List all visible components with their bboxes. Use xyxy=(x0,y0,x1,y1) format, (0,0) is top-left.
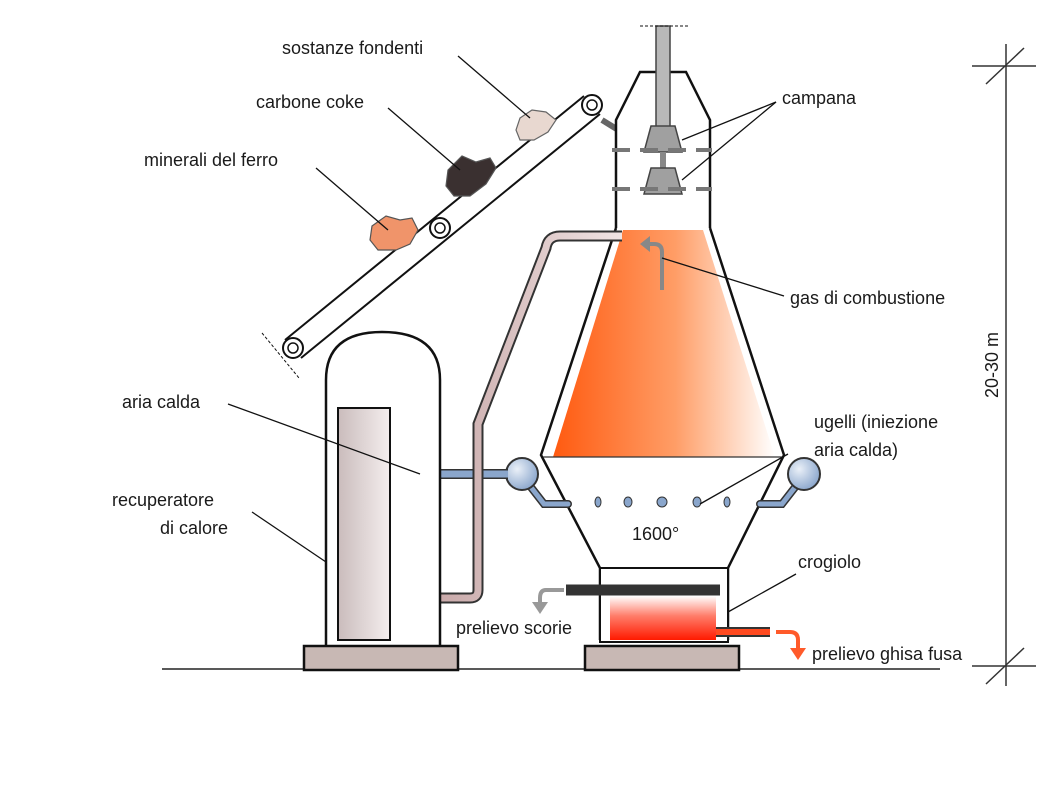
recuperator-base xyxy=(302,644,460,672)
slag-arrow xyxy=(538,588,564,604)
conveyor-belt xyxy=(261,94,603,379)
hot-air-ring-left xyxy=(505,457,572,508)
height-dimension xyxy=(972,44,1036,686)
hot-air-ring-right xyxy=(756,457,821,508)
label-carbone-coke: carbone coke xyxy=(256,92,364,112)
molten-iron xyxy=(610,596,716,640)
gas-flow-arrow xyxy=(648,242,664,290)
label-recuperatore-line1: recuperatore xyxy=(112,490,214,510)
coke-lump xyxy=(445,155,497,197)
label-minerali-ferro: minerali del ferro xyxy=(144,150,278,170)
label-gas-combustione: gas di combustione xyxy=(790,288,945,308)
label-prelievo-scorie: prelievo scorie xyxy=(456,618,572,638)
label-prelievo-ghisa: prelievo ghisa fusa xyxy=(812,644,963,664)
flue-gas-pipe xyxy=(436,230,622,604)
iron-arrow xyxy=(776,630,800,650)
label-temperature: 1600° xyxy=(632,524,679,544)
label-recuperatore-line2: di calore xyxy=(160,518,228,538)
label-ugelli-line2: aria calda) xyxy=(814,440,898,460)
label-aria-calda: aria calda xyxy=(122,392,201,412)
label-ugelli-line1: ugelli (iniezione xyxy=(814,412,938,432)
tuyeres xyxy=(594,496,731,508)
flux-lump xyxy=(515,109,557,141)
charging-shaft xyxy=(655,25,671,129)
furnace-stack-fill xyxy=(553,230,775,457)
furnace-bosh-fill xyxy=(553,457,775,568)
label-campana: campana xyxy=(782,88,857,108)
label-sostanze-fondenti: sostanze fondenti xyxy=(282,38,423,58)
label-height: 20-30 m xyxy=(982,332,1002,398)
recuperator-core xyxy=(337,407,391,641)
leader-lines xyxy=(227,55,797,613)
label-crogiolo: crogiolo xyxy=(798,552,861,572)
furnace-base xyxy=(583,644,741,672)
